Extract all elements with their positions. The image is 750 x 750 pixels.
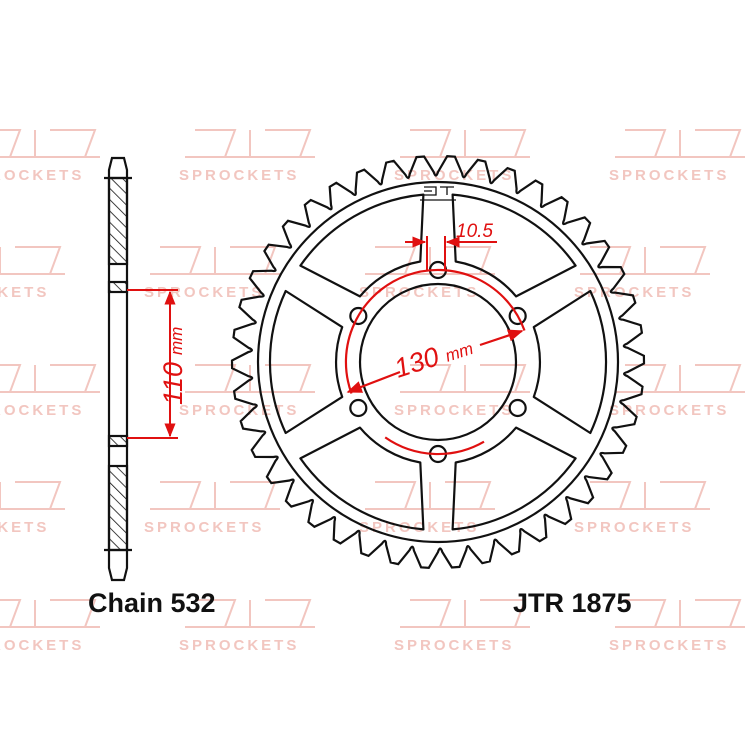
watermark-logo — [0, 599, 100, 628]
lightening-window — [532, 289, 608, 435]
offset-value: 110 — [158, 362, 188, 405]
watermark-logo — [400, 129, 530, 158]
watermark-logo — [580, 246, 710, 275]
side-profile — [104, 156, 132, 582]
watermark-logo — [0, 364, 100, 393]
watermark-logo — [150, 246, 280, 275]
center-bore — [358, 282, 518, 442]
bolt-hole — [349, 398, 368, 418]
watermark-text: SPROCKETS — [0, 637, 84, 654]
lightening-window — [299, 193, 425, 298]
inner-rim — [256, 180, 620, 544]
watermark-text: SPROCKETS — [394, 167, 514, 184]
jt-logo — [420, 186, 456, 201]
watermark-text: SPROCKETS — [394, 637, 514, 654]
sprocket-teeth-outline — [230, 155, 646, 569]
spoke-width-dimension — [405, 236, 497, 270]
watermark-text: SPROCKETS — [609, 167, 729, 184]
chain-label: Chain 532 — [88, 588, 216, 618]
watermark-text: SPROCKETS — [0, 284, 49, 301]
watermark-logo — [150, 481, 280, 510]
bolt-circle-dimension — [344, 268, 526, 456]
watermark-text: SPROCKETS — [0, 402, 84, 419]
watermark-logo — [615, 599, 745, 628]
sprocket-face — [230, 155, 646, 569]
watermark-text: SPROCKETS — [394, 402, 514, 419]
watermark-logo — [185, 129, 315, 158]
lightening-window — [268, 289, 344, 435]
watermark-text: SPROCKETS — [574, 519, 694, 536]
lightening-window — [299, 426, 425, 531]
watermark-logo — [0, 129, 100, 158]
watermark-text: SPROCKETS — [609, 637, 729, 654]
watermark-logo — [580, 481, 710, 510]
watermark-text: SPROCKETS — [179, 402, 299, 419]
bolt-hole — [508, 306, 527, 326]
watermark-text: SPROCKETS — [179, 167, 299, 184]
watermark-layer: SPROCKETS SPROCKETS SPROCKETS SPROCKETS SPRO… — [0, 129, 745, 654]
watermark-text: SPROCKETS — [0, 519, 49, 536]
offset-dimension — [127, 289, 178, 439]
spoke-width-value: 10.5 — [456, 221, 493, 242]
watermark-logo — [615, 364, 745, 393]
watermark-logo — [400, 599, 530, 628]
watermark-logo — [185, 599, 315, 628]
bolt-hole — [349, 306, 368, 326]
watermark-logo — [615, 129, 745, 158]
watermark-text: SPROCKETS — [144, 519, 264, 536]
watermark-text: SPROCKETS — [359, 284, 479, 301]
lightening-window — [451, 426, 577, 531]
watermark-logo — [0, 481, 65, 510]
part-number: JTR 1875 — [513, 588, 632, 618]
offset-unit: mm — [167, 327, 186, 355]
watermark-text: SPROCKETS — [609, 402, 729, 419]
watermark-logo — [365, 481, 495, 510]
watermark-logo — [400, 364, 530, 393]
watermark-text: SPROCKETS — [179, 637, 299, 654]
bolt-circle-unit: mm — [443, 339, 476, 366]
bolt-hole — [508, 398, 527, 418]
watermark-logo — [0, 246, 65, 275]
lightening-window — [451, 193, 577, 298]
watermark-logo — [185, 364, 315, 393]
bolt-circle-value: 130 — [391, 341, 443, 383]
watermark-text: SPROCKETS — [0, 167, 84, 184]
